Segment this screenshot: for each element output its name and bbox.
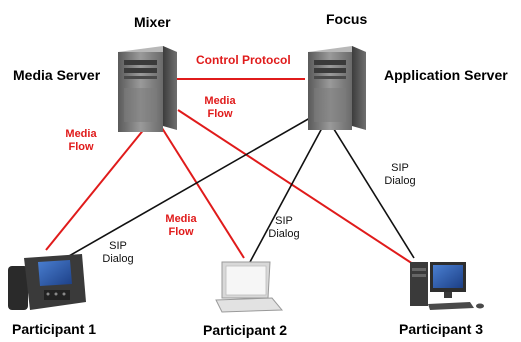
server-icon bbox=[118, 46, 177, 132]
ip-phone-icon bbox=[8, 254, 86, 310]
control-protocol-label: Control Protocol bbox=[196, 53, 291, 67]
desktop-computer-icon bbox=[410, 262, 484, 310]
media-flow-line-p3 bbox=[177, 109, 414, 265]
participant-1-label: Participant 1 bbox=[12, 321, 97, 337]
application-server-label: Application Server bbox=[384, 67, 508, 83]
participant-3-label: Participant 3 bbox=[399, 321, 484, 337]
media-flow-line-p2 bbox=[161, 127, 245, 259]
media-server-label: Media Server bbox=[13, 67, 101, 83]
sip-dialog-line-p2 bbox=[249, 127, 323, 263]
sip-dialog-line-p3 bbox=[331, 125, 415, 259]
participant-2-label: Participant 2 bbox=[203, 322, 288, 338]
server-icon bbox=[308, 46, 366, 130]
mixer-title: Mixer bbox=[134, 14, 171, 30]
focus-title: Focus bbox=[326, 11, 368, 27]
laptop-icon bbox=[215, 261, 284, 313]
media-flow-line-p1 bbox=[45, 127, 146, 251]
sip-dialog-line-p1 bbox=[61, 117, 311, 261]
